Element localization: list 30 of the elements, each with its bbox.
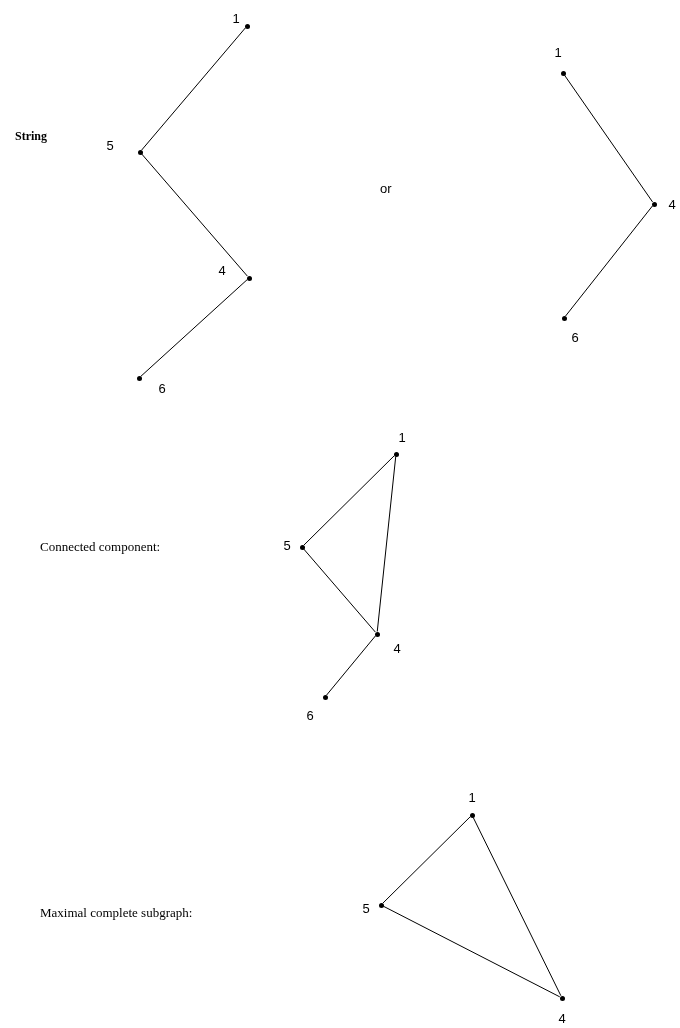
graph-edge [376, 456, 397, 632]
vertex-number: 4 [558, 1011, 566, 1025]
vertex-number: 5 [283, 538, 291, 552]
graph-edge [382, 905, 561, 998]
vertex-number: 5 [362, 901, 370, 915]
graph-edge [141, 153, 248, 277]
graph-edge [140, 279, 248, 377]
vertex-number: 1 [468, 790, 476, 804]
vertex-number: 6 [306, 708, 314, 722]
graph-edge [382, 816, 471, 904]
vertex-number: 4 [218, 263, 226, 277]
graph-edge [303, 548, 376, 633]
vertex-number: 1 [398, 430, 406, 444]
vertex-number: 6 [158, 381, 166, 395]
section-label: Maximal complete subgraph: [40, 906, 193, 919]
graph-edge [563, 74, 654, 203]
section-label: Connected component: [40, 540, 161, 553]
vertex-number: 1 [232, 11, 240, 25]
vertex-number: 4 [393, 641, 401, 655]
graph-edge [326, 635, 376, 696]
vertex-number: 1 [554, 45, 562, 59]
graph-edge [472, 816, 562, 997]
vertex-number: 5 [106, 138, 114, 152]
graph-edge [303, 455, 395, 546]
vertex-number: 6 [571, 330, 579, 344]
graph-edge [565, 205, 653, 317]
graph-edge [141, 27, 246, 151]
section-label: String [15, 130, 47, 142]
vertex-number: 4 [668, 197, 676, 211]
conjunction-text: or [380, 182, 392, 195]
